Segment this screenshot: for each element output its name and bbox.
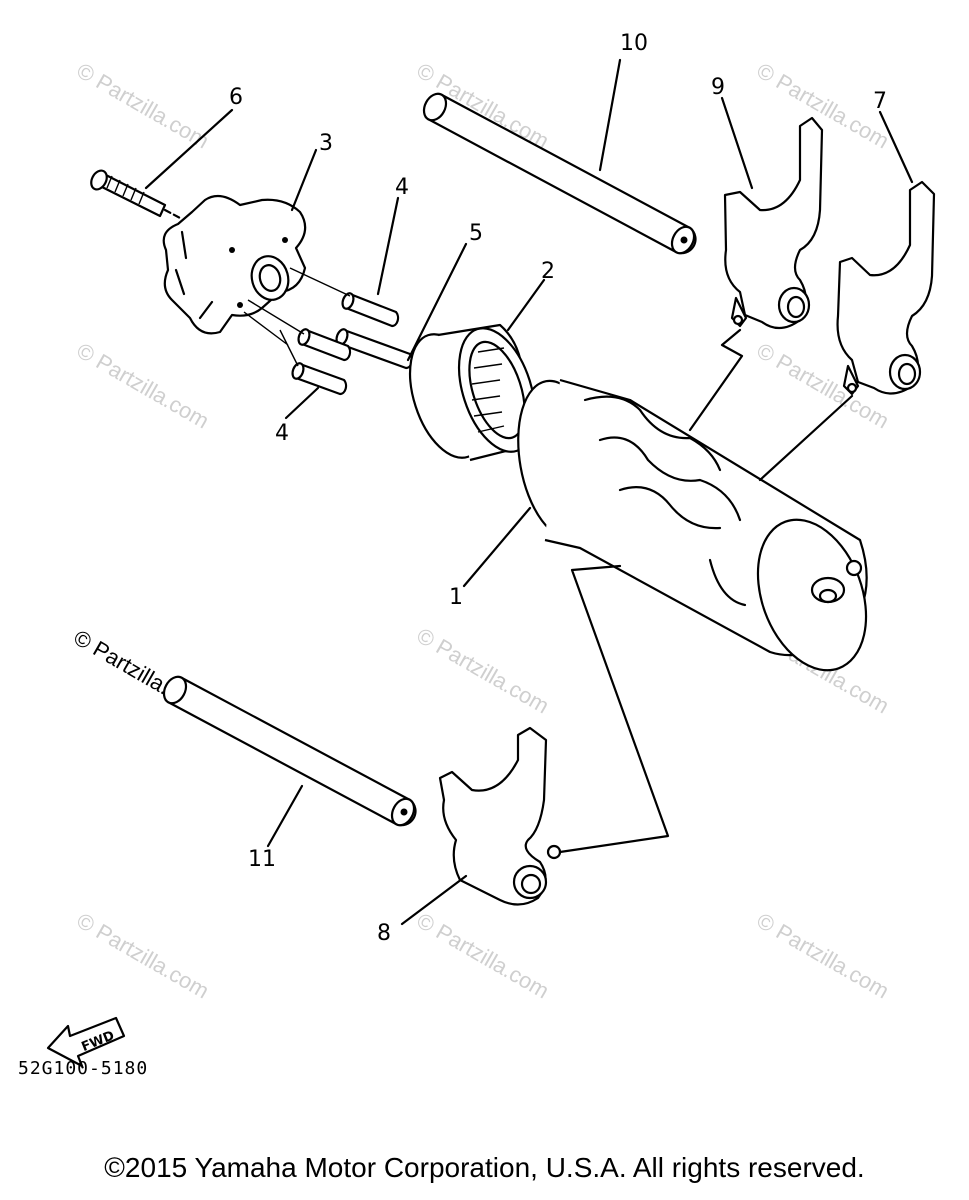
callout-9: 9 (711, 75, 725, 100)
watermark: © Partzilla.com (753, 908, 894, 1004)
watermark: © Partzilla.com (73, 58, 214, 154)
leader-lines (144, 58, 914, 926)
watermark: © Partzilla.com (413, 908, 554, 1004)
part-8-shift-fork (438, 726, 562, 906)
part-1-shift-drum (517, 378, 868, 672)
part-6-screw (90, 169, 182, 220)
part-4-pin (341, 292, 400, 328)
callout-6: 6 (229, 85, 243, 110)
callout-1: 1 (449, 585, 463, 610)
part-11-guide-bar (162, 675, 417, 827)
callout-7: 7 (873, 89, 887, 114)
callout-4-lower: 4 (275, 421, 289, 446)
part-7-shift-fork (836, 180, 936, 396)
part-10-guide-bar (422, 92, 697, 255)
diagram-part-number: 52G100-5180 (18, 1058, 149, 1079)
callout-4: 4 (395, 175, 409, 200)
callout-3: 3 (319, 131, 333, 156)
callout-10: 10 (620, 31, 648, 56)
part-9-shift-fork (723, 116, 824, 330)
alignment-lines (243, 267, 351, 367)
copyright-notice: ©2015 Yamaha Motor Corporation, U.S.A. A… (104, 1152, 865, 1183)
watermark: © Partzilla.com (413, 623, 554, 719)
part-4-pin (291, 328, 352, 396)
watermark: © Partzilla.com (73, 338, 214, 434)
callout-2: 2 (541, 259, 555, 284)
callout-labels: 6 3 4 5 2 4 10 9 7 1 11 8 (229, 31, 887, 946)
part-3-segment (162, 194, 307, 335)
callout-11: 11 (248, 847, 276, 872)
callout-8: 8 (377, 921, 391, 946)
watermark: © Partzilla.com (73, 908, 214, 1004)
callout-5: 5 (469, 221, 483, 246)
part-2-bearing (408, 323, 537, 462)
